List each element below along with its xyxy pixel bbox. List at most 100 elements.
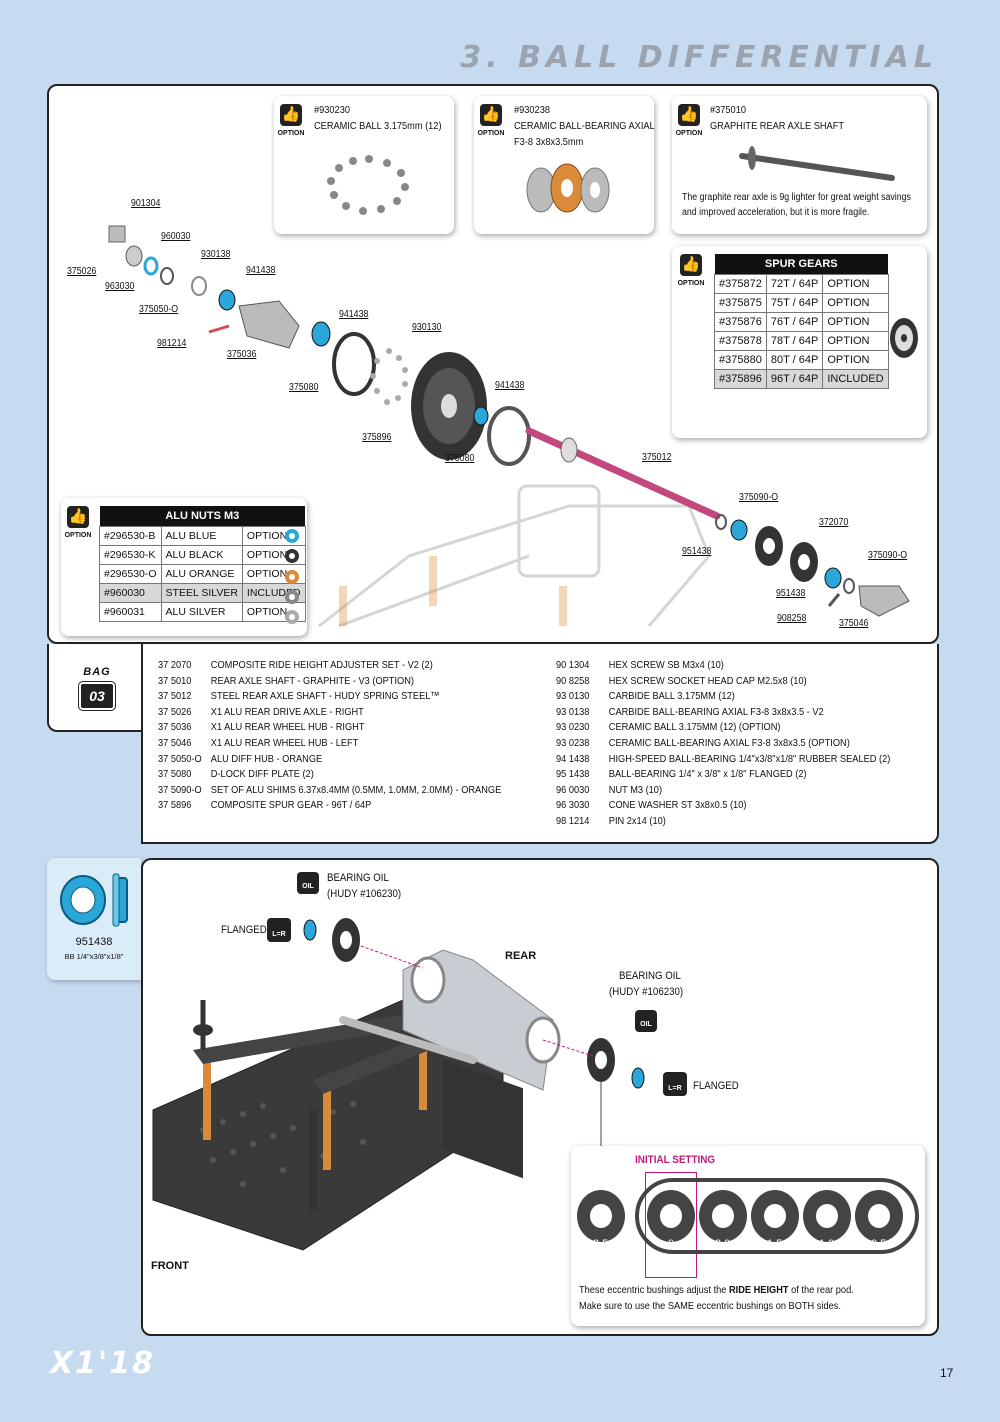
option-card-ceramic-bearing: 👍 OPTION #930238 CERAMIC BALL-BEARING AX… bbox=[474, 96, 655, 234]
callout-375080: 375080 bbox=[445, 453, 475, 464]
callout-375026: 375026 bbox=[67, 266, 97, 277]
bearing-code: 951438 bbox=[75, 936, 113, 948]
callout-375046: 375046 bbox=[839, 618, 869, 629]
callout-375896: 375896 bbox=[362, 432, 392, 443]
shim-value: 1.5 bbox=[767, 1238, 783, 1250]
ceramic-balls-illustration bbox=[327, 155, 409, 215]
spur-teeth: 96T / 64P bbox=[765, 369, 824, 389]
brand-logo: X1'18 bbox=[50, 1346, 155, 1381]
axial-bearing-illustration bbox=[526, 163, 610, 213]
bag-number: 03 bbox=[78, 681, 116, 711]
callout-908258: 908258 bbox=[777, 613, 807, 624]
step-panel: OIL BEARING OIL (HUDY #106230) FLANGED L… bbox=[141, 858, 939, 1336]
initial-setting-title: INITIAL SETTING bbox=[635, 1154, 716, 1166]
option-part-number: #930230 bbox=[314, 104, 350, 116]
callout-372070: 372070 bbox=[819, 517, 849, 528]
shim-value: 0 bbox=[668, 1238, 675, 1250]
spur-gears-title: SPUR GEARS bbox=[714, 254, 889, 275]
nut-color: STEEL SILVER bbox=[160, 583, 243, 603]
flanged-label-2: FLANGED bbox=[693, 1080, 739, 1092]
callout-901304: 901304 bbox=[131, 198, 161, 209]
spur-teeth: 75T / 64P bbox=[765, 293, 824, 313]
callout-930130: 930130 bbox=[412, 322, 442, 333]
callout-375090-o: 375090-O bbox=[868, 550, 908, 561]
option-label: OPTION bbox=[677, 280, 705, 287]
thumbs-up-icon: 👍 bbox=[280, 104, 302, 126]
callout-941438: 941438 bbox=[339, 309, 369, 320]
spur-part: #375878 bbox=[714, 331, 767, 351]
hudy-ref-2: (HUDY #106230) bbox=[609, 986, 684, 998]
flanged-lr-icon: L=R bbox=[663, 1072, 687, 1096]
note-bold: RIDE HEIGHT bbox=[728, 1284, 789, 1296]
callout-375050-o: 375050-O bbox=[139, 304, 179, 315]
option-label: OPTION bbox=[477, 130, 505, 137]
shim-1-5 bbox=[751, 1190, 799, 1242]
shim-0 bbox=[647, 1190, 695, 1242]
bearing-oil-label-2: BEARING OIL bbox=[619, 970, 681, 982]
option-label: OPTION bbox=[64, 532, 92, 539]
shim-0-5 bbox=[855, 1190, 903, 1242]
nut-part: #960031 bbox=[99, 602, 162, 622]
graphite-axle-note: The graphite rear axle is 9g lighter for… bbox=[682, 192, 911, 218]
shim-1-0 bbox=[803, 1190, 851, 1242]
nut-part: #296530-O bbox=[99, 564, 162, 584]
oil-icon: OIL bbox=[635, 1010, 657, 1032]
thumbs-up-icon: 👍 bbox=[680, 254, 702, 276]
nut-color: ALU BLUE bbox=[160, 526, 243, 546]
nut-color: ALU BLACK bbox=[160, 545, 243, 565]
spur-gear-icon bbox=[890, 318, 918, 358]
callout-960030: 960030 bbox=[161, 231, 191, 242]
thumbs-up-icon: 👍 bbox=[480, 104, 502, 126]
ride-height-note: These eccentric bushings adjust the RIDE… bbox=[579, 1282, 854, 1314]
option-description: GRAPHITE REAR AXLE SHAFT bbox=[710, 120, 845, 132]
thumbs-up-icon: 👍 bbox=[67, 506, 89, 528]
option-label: OPTION bbox=[277, 130, 305, 137]
spur-part: #375896 bbox=[714, 369, 767, 389]
note-text: Make sure to use the SAME eccentric bush… bbox=[579, 1300, 841, 1312]
callout-375080: 375080 bbox=[289, 382, 319, 393]
spur-status: INCLUDED bbox=[822, 369, 889, 389]
rear-pod-illustration bbox=[152, 918, 645, 1251]
graphite-axle-illustration bbox=[739, 146, 895, 181]
callout-375090-o: 375090-O bbox=[739, 492, 779, 503]
shim-value: 2.0 bbox=[715, 1238, 731, 1250]
nut-color: ALU SILVER bbox=[160, 602, 243, 622]
callout-375036: 375036 bbox=[227, 349, 257, 360]
callout-963030: 963030 bbox=[105, 281, 135, 292]
spur-part: #375880 bbox=[714, 350, 767, 370]
page-title: 3. BALL DIFFERENTIAL bbox=[460, 40, 938, 75]
bearing-icon bbox=[60, 873, 128, 927]
note-text: These eccentric bushings adjust the bbox=[579, 1284, 729, 1296]
bag-indicator: BAG 03 bbox=[76, 666, 118, 711]
option-label: OPTION bbox=[675, 130, 703, 137]
parts-list-panel bbox=[141, 644, 939, 844]
hudy-ref-1: (HUDY #106230) bbox=[327, 888, 402, 900]
bag-label: BAG bbox=[83, 666, 111, 678]
shim-2-0 bbox=[699, 1190, 747, 1242]
callout-951438: 951438 bbox=[776, 588, 806, 599]
note-text: of the rear pod. bbox=[788, 1284, 854, 1296]
option-card-graphite-axle: 👍 OPTION #375010 GRAPHITE REAR AXLE SHAF… bbox=[672, 96, 927, 234]
flanged-lr-icon: L=R bbox=[267, 918, 291, 942]
bearing-desc: BB 1/4"x3/8"x1/8" bbox=[64, 952, 124, 961]
bearing-oil-label-1: BEARING OIL bbox=[327, 872, 389, 884]
